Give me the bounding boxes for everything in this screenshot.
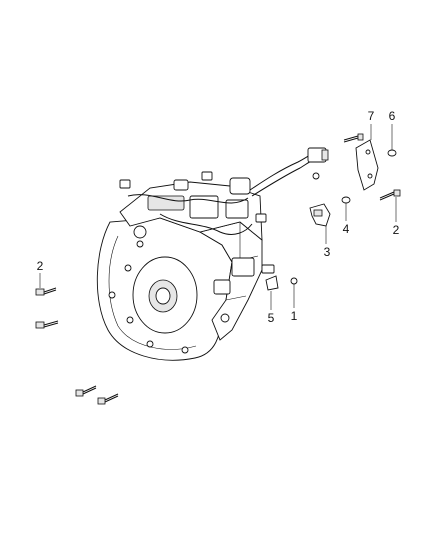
bolt-part [35,320,59,329]
bolt-part [75,385,97,397]
sensor-part [261,264,279,291]
bolt-part [35,287,57,296]
transmission-assembly [96,147,329,361]
nut-part [387,149,397,157]
callout-3: 3 [324,245,331,259]
callout-2-left: 2 [37,259,44,273]
bracket-part [309,203,331,227]
callout-7: 7 [368,109,375,123]
nut-part [341,196,351,204]
bracket-part [343,133,379,191]
callout-6: 6 [389,109,396,123]
callout-4: 4 [343,222,350,236]
callout-2-right: 2 [393,223,400,237]
bolt-part [97,393,119,405]
bolt-part [379,189,401,201]
leader-lines [39,124,397,310]
callout-1: 1 [291,309,298,323]
callout-5: 5 [268,311,275,325]
plug-part [290,277,298,285]
